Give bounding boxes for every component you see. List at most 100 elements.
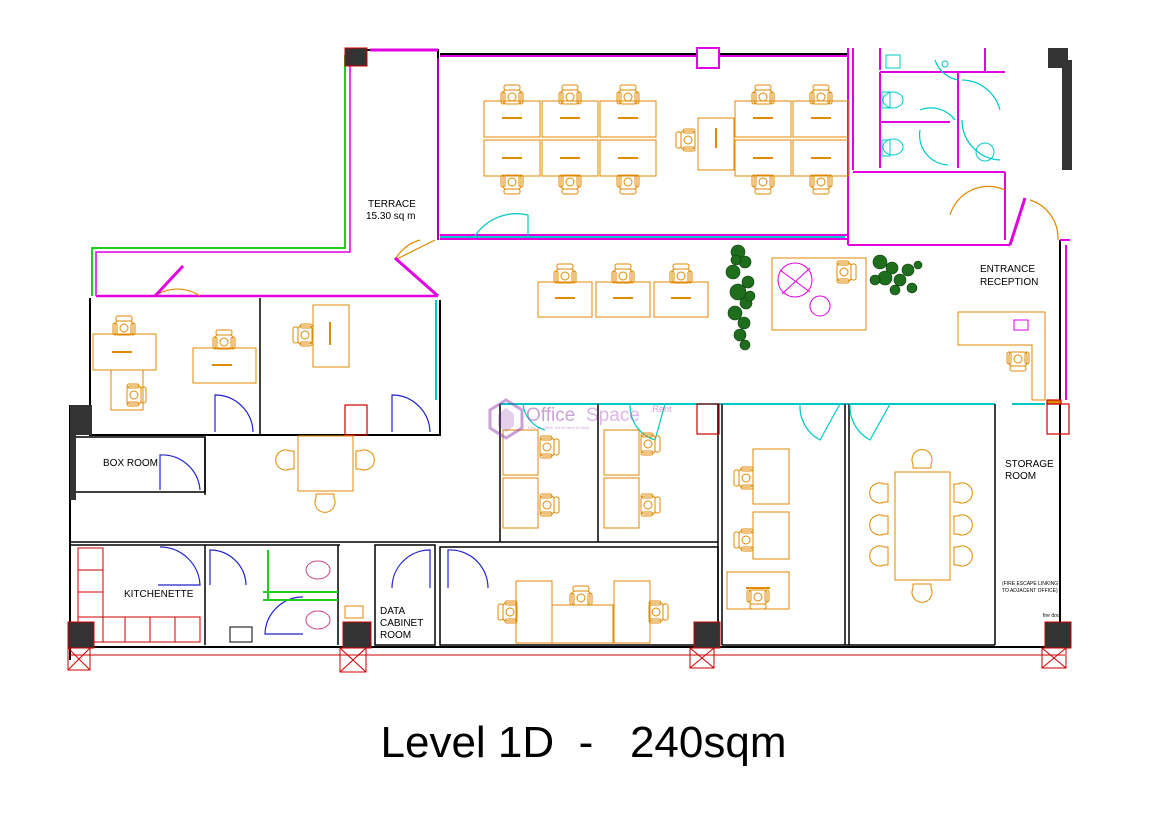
office-chair [809, 174, 833, 195]
desk [595, 281, 651, 318]
plant-leaf [730, 254, 742, 266]
glass-partitions [435, 236, 1045, 405]
desk [752, 511, 790, 560]
plant-leaf [741, 275, 755, 289]
terrace-outline [91, 48, 439, 298]
plant-leaf [737, 316, 751, 330]
office-chair [1006, 351, 1030, 372]
desk [541, 139, 599, 177]
lounge-table [771, 257, 867, 331]
office-chair [126, 383, 147, 407]
plant-leaf [913, 260, 923, 270]
doors [154, 59, 1059, 635]
meeting-chair [953, 482, 973, 504]
fire-door-note: fire door [1043, 613, 1062, 619]
kitchenette-label: KITCHENETTE [124, 589, 194, 600]
office-chair [212, 329, 236, 350]
desk [734, 139, 792, 177]
watermark-logo: Office Space .Rent Find an Office, We're… [488, 398, 672, 440]
meeting-chair [355, 449, 375, 471]
desk [752, 448, 790, 505]
desk [537, 281, 593, 318]
floor-plan: TERRACE 15.30 sq m ENTRANCE RECEPTION BO… [67, 47, 1072, 673]
service-hatches [344, 399, 1070, 436]
structural-columns [67, 47, 1072, 649]
meeting-chair [869, 482, 889, 504]
desk [502, 477, 539, 529]
plant-leaf [744, 290, 756, 302]
office-chair [616, 84, 640, 105]
floor-caption: Level 1D - 240sqm [380, 718, 787, 767]
plant-leaf [877, 270, 893, 286]
plant-leaf [869, 274, 881, 286]
plants [725, 244, 923, 351]
data-room-label: ROOM [380, 630, 411, 641]
plant-leaf [739, 339, 751, 351]
desk [110, 369, 144, 411]
office-chair [558, 84, 582, 105]
desk [483, 139, 541, 177]
plant-leaf [872, 254, 888, 270]
outer-walls [69, 49, 1065, 660]
lounge-chair-detail [779, 269, 811, 293]
meeting-chair [869, 514, 889, 536]
data-label: DATA [380, 606, 406, 617]
desk [613, 580, 651, 644]
office-chair [497, 600, 518, 624]
desk [551, 604, 614, 644]
kitchen-counter [77, 547, 201, 643]
storage-room-label: ROOM [1005, 471, 1036, 482]
terrace-area-label: 15.30 sq m [366, 211, 415, 222]
office-chair [648, 600, 669, 624]
desk [192, 347, 257, 384]
plant-leaf [727, 305, 743, 321]
plant-leaf [893, 273, 907, 287]
office-chair [733, 528, 754, 552]
fire-escape-note-2: TO ADJACENT OFFICE) [1002, 588, 1058, 594]
meeting-chair [314, 493, 336, 513]
plant-leaf [901, 263, 915, 277]
office-chair [669, 263, 693, 284]
lounge-stool [809, 295, 831, 317]
interior-walls [70, 298, 996, 646]
watermark-tagline: Find an Office, We're Here to Help [528, 425, 590, 430]
desk [515, 580, 553, 644]
fire-escape-note-1: (FIRE ESCAPE LINKING [1002, 581, 1058, 587]
office-chair [553, 263, 577, 284]
meeting-chair [911, 583, 933, 603]
desk [502, 429, 539, 476]
furniture [92, 84, 1046, 644]
wc-pink [229, 560, 331, 643]
office-chair [836, 260, 857, 284]
partitions [440, 47, 1070, 400]
office-chair [539, 493, 560, 517]
meeting-chair [953, 514, 973, 536]
plant-leaf [885, 261, 899, 275]
office-chair [733, 466, 754, 490]
desk [603, 429, 640, 476]
watermark-brand-space: Space [586, 405, 640, 426]
cabinet-label: CABINET [380, 618, 423, 629]
desk [599, 139, 657, 177]
desk [653, 281, 709, 318]
watermark-brand-office: Office [526, 405, 575, 426]
office-chair [569, 585, 593, 606]
desk [312, 304, 350, 368]
desk [697, 117, 735, 171]
office-chair [500, 174, 524, 195]
wc-green [263, 550, 338, 601]
reception-label: RECEPTION [980, 277, 1038, 288]
desk [297, 435, 354, 492]
reception-printer [1013, 319, 1029, 331]
office-chair [539, 435, 560, 459]
office-chair [751, 84, 775, 105]
office-chair [809, 84, 833, 105]
terrace-label: TERRACE [368, 199, 416, 210]
office-chair [500, 84, 524, 105]
watermark-brand-rent: .Rent [650, 404, 672, 414]
lounge-chair-detail [781, 267, 811, 295]
meeting-chair [869, 545, 889, 567]
office-chair [112, 315, 136, 336]
desk [894, 471, 951, 581]
meeting-chair [275, 449, 295, 471]
